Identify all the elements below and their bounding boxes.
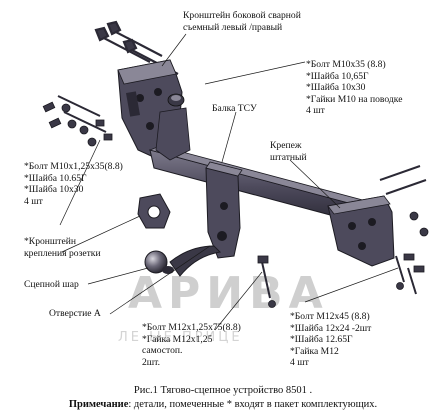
leader-line (109, 245, 211, 315)
label-line: съемный левый /правый (183, 21, 283, 33)
socket-bracket (137, 193, 171, 229)
left-hardware-group (42, 95, 113, 147)
side-bracket-right (327, 195, 395, 267)
top-center-nut (167, 93, 185, 107)
leader-line (304, 267, 399, 303)
watermark-brand: АРИВА (128, 268, 329, 319)
note-label: Примечание (68, 399, 129, 410)
label-line: *Гайка М12 (290, 345, 339, 357)
label-line: 4 шт (290, 357, 309, 369)
leader-line (204, 61, 306, 85)
leader-line (214, 271, 263, 331)
label-line: *Шайба 10.65Г (24, 172, 87, 184)
bolt-head (106, 20, 122, 36)
label-bolt-m10x35: *Болт М10х35 (8.8) *Шайба 10,65Г *Шайба … (306, 59, 402, 117)
label-line: *Гайка М12х1,25 (142, 333, 213, 345)
label-line: *Болт М12х45 (8.8) (290, 311, 370, 322)
bolt-rod (111, 29, 163, 57)
label-socket-bracket: *Кронштейн крепления розетки (24, 236, 101, 259)
bolt-rod (99, 35, 151, 63)
figure-caption: Рис.1 Тягово-сцепное устройство 8501 . (133, 385, 313, 396)
right-hardware-group (379, 165, 429, 295)
label-line: *Шайба 10,65Г (306, 70, 369, 82)
label-line: *Болт М10х35 (8.8) (306, 59, 386, 70)
tow-ball (144, 245, 222, 277)
label-bolt-m10x125: *Болт М10х1,25х35(8.8) *Шайба 10.65Г *Ша… (24, 161, 123, 207)
label-ball: Сцепной шар (24, 279, 79, 290)
label-standard-fastening: Крепеж штатный (270, 140, 307, 163)
leader-line (161, 33, 187, 67)
bolt-head (94, 26, 110, 42)
tow-bar-beam (148, 107, 372, 225)
label-line: *Шайба 12.65Г (290, 334, 353, 346)
label-bolt-m12x45: *Болт М12х45 (8.8) *Шайба 12х24 -2шт *Ша… (290, 311, 371, 369)
label-line: 4 шт (306, 105, 325, 117)
label-line: *Болт М12х1,25х75(8.8) (142, 322, 241, 333)
label-line: *Болт М10х1,25х35(8.8) (24, 161, 123, 172)
note-text: : детали, помеченные * входят в пакет ко… (128, 399, 378, 410)
label-line: *Гайки М10 на поводке (306, 93, 403, 105)
label-line: 2шт. (142, 356, 161, 368)
watermark-tagline: ЛЕ ЫЕ ПРИЦЕ (118, 330, 243, 345)
label-beam: Балка ТСУ (212, 103, 257, 114)
bolt-head (122, 38, 138, 54)
label-line: *Кронштейн (24, 236, 77, 247)
leader-line (87, 267, 149, 285)
leader-line (59, 139, 101, 226)
bottom-bolts-group (257, 255, 276, 308)
label-line: крепления розетки (24, 247, 101, 259)
ball-mount-plate (205, 161, 243, 259)
leader-line (221, 111, 237, 163)
top-bolts-group (94, 20, 179, 75)
label-bolt-m12x125: *Болт М12х1,25х75(8.8) *Гайка М12х1,25 с… (142, 322, 241, 368)
leader-line (289, 159, 341, 209)
figure-note: Примечание: детали, помеченные * входят … (0, 399, 446, 410)
label-line: *Шайба 10х30 (306, 82, 366, 94)
label-line: *Шайба 10х30 (24, 184, 84, 196)
label-hole: Отверстие А (49, 308, 101, 319)
leader-lines (59, 33, 399, 331)
leader-line (61, 215, 141, 253)
label-line: Кронштейн боковой сварной (183, 10, 301, 21)
label-line: самостоп. (142, 345, 183, 357)
label-line: *Шайба 12х24 -2шт (290, 322, 372, 334)
label-side-bracket: Кронштейн боковой сварной съемный левый … (183, 10, 301, 33)
label-line: Крепеж (270, 140, 302, 151)
label-line: штатный (270, 151, 307, 163)
label-line: 4 шт (24, 195, 43, 207)
